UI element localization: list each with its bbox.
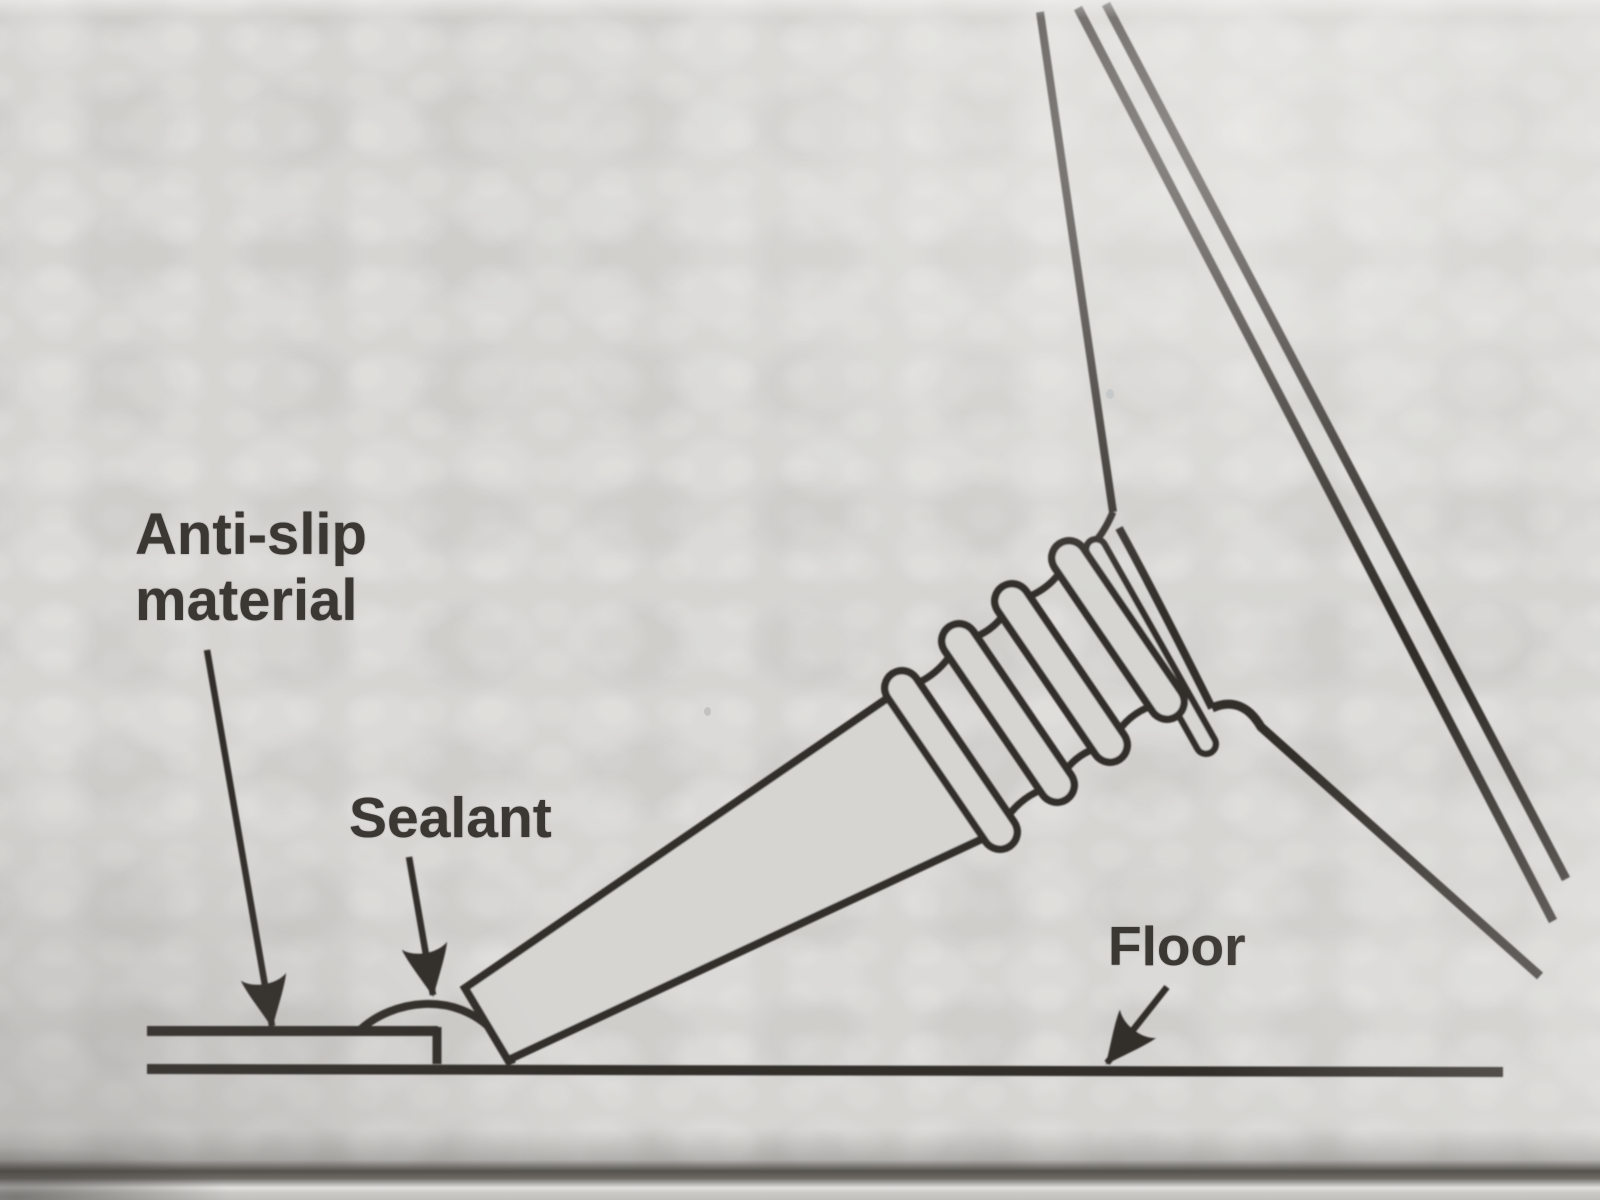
anti-slip-label-line1: Anti-slip: [135, 502, 367, 567]
funnel-left-edge: [1036, 11, 1117, 513]
funnel-double-line-inner: [1074, 5, 1557, 924]
floor-arrow: [1104, 984, 1170, 1066]
anti-slip-label: Anti-slip material: [135, 502, 367, 634]
sealant-arrow: [401, 856, 448, 997]
anti-slip-label-line2: material: [135, 568, 358, 633]
funnel-double-line-outer: [1102, 1, 1570, 882]
floor-line: [146, 1064, 1504, 1077]
anti-slip-arrow: [203, 649, 287, 1028]
floor-label: Floor: [1108, 915, 1246, 977]
sealant-label: Sealant: [349, 786, 552, 850]
